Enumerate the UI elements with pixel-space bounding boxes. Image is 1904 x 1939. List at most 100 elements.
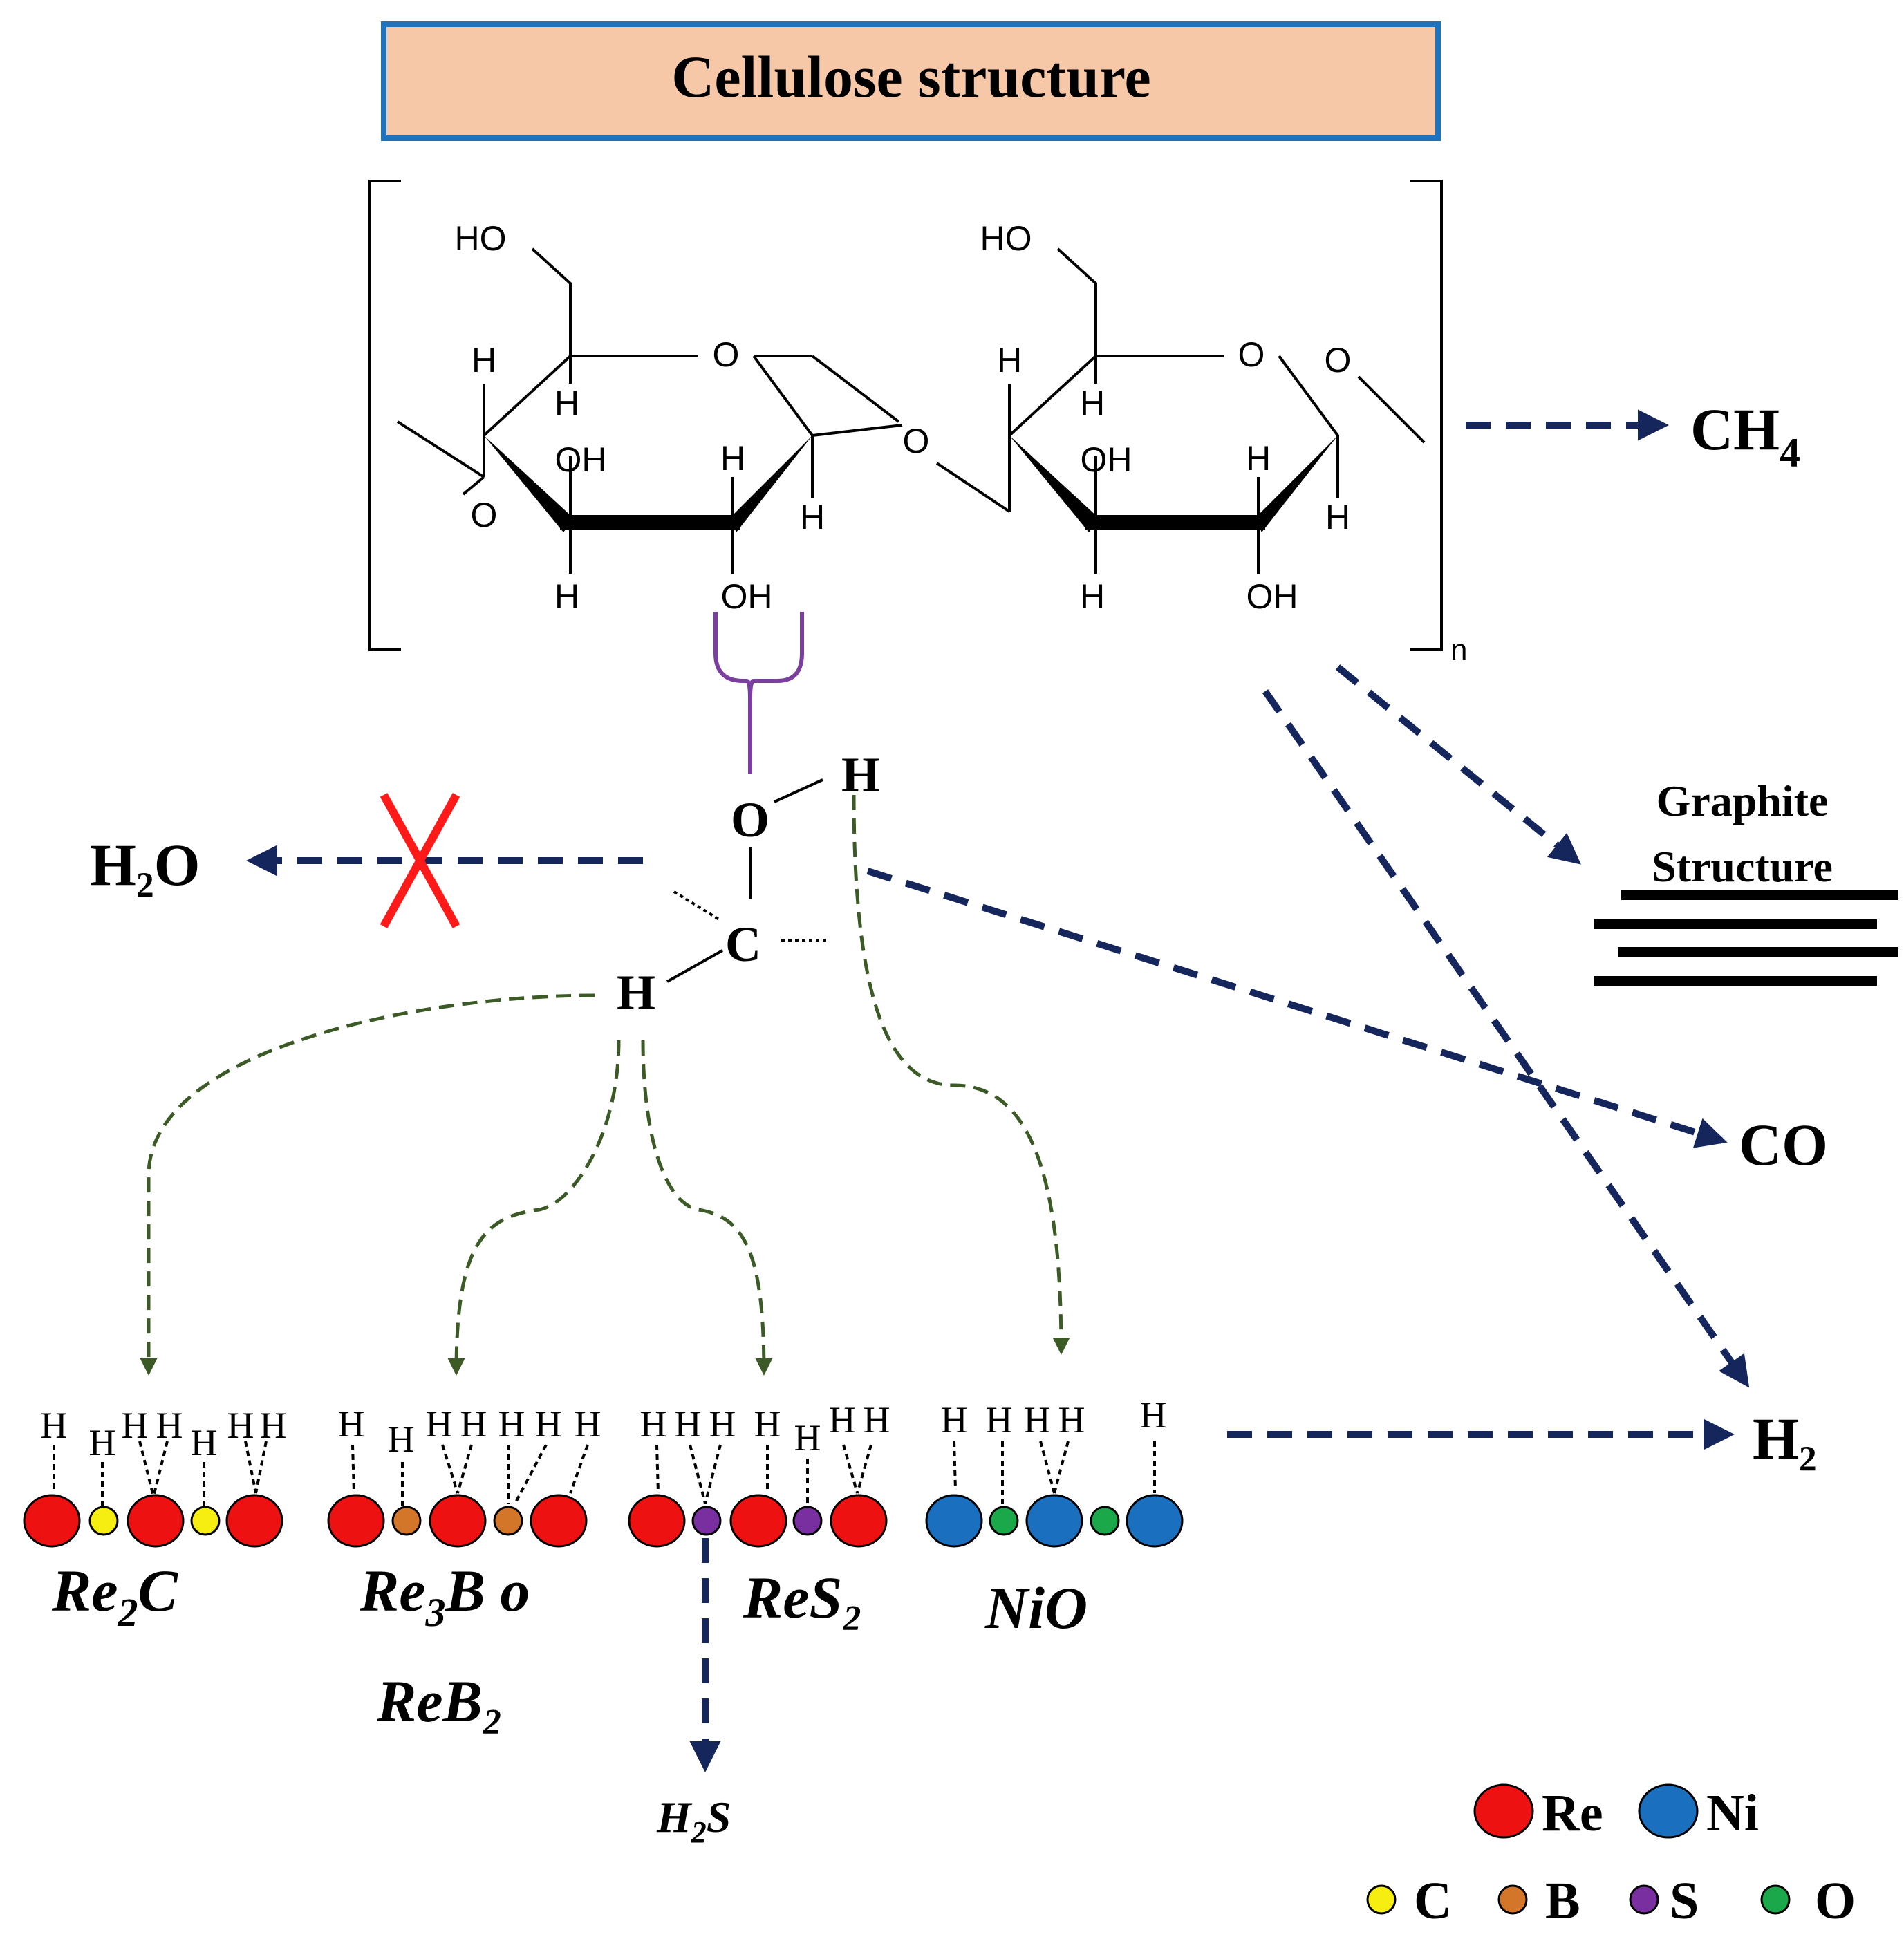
blocked-cross-icon [380,793,460,928]
cellulose-molecule: n O HO O H H OH H H OH H O [368,180,1467,667]
svg-text:H: H [575,1403,601,1445]
legend-c-swatch [1366,1884,1397,1915]
legend-re-swatch [1473,1783,1534,1839]
re-atom [729,1494,787,1548]
oh-selector-brace [713,612,804,774]
legend-b-label: B [1545,1872,1580,1930]
svg-text:H: H [800,498,825,536]
o-left-end: O [471,496,498,534]
arrow-h-to-nio [852,794,1070,1355]
label-nio: NiO [984,1575,1088,1641]
arrow-to-graphite [1335,664,1581,865]
right-bracket [1410,180,1443,651]
c-atom [190,1506,221,1536]
o-right-end: O [1325,341,1352,380]
c-atom [88,1506,119,1536]
re-atom [830,1494,888,1548]
b-atom [391,1506,422,1536]
legend-c-label: C [1414,1872,1452,1930]
catalyst-res2: H H H H H H H ReS₂ [628,1399,890,1631]
re-atom [628,1494,686,1548]
b-atom [493,1506,523,1536]
svg-text:H: H [338,1403,365,1445]
arrow-to-co [866,868,1728,1148]
ni-atom [925,1494,983,1548]
svg-text:H: H [41,1405,68,1446]
center-h-left: H [617,965,655,1020]
svg-text:H: H [554,577,579,616]
re-atom [429,1494,487,1548]
svg-text:H: H [472,341,496,380]
svg-text:H: H [260,1405,287,1446]
legend-b-swatch [1497,1884,1528,1915]
graphite-label-line1: Graphite [1656,776,1829,825]
catalyst-nio: H H H H H NiO [925,1394,1184,1641]
arrow-h-to-re3b [447,1040,621,1376]
product-h2s: H2S [656,1792,731,1849]
ho-right: HO [980,219,1032,258]
oh-target: OH [721,577,773,616]
label-reb2: ReB₂ [376,1668,503,1734]
legend-ni-label: Ni [1706,1784,1759,1842]
label-res2: ReS₂ [743,1564,863,1631]
legend-re-label: Re [1542,1784,1603,1842]
re-atom [23,1494,81,1548]
s-atom [792,1506,823,1536]
svg-text:H: H [720,439,745,478]
o-ring2: O [1238,335,1265,374]
svg-text:H: H [864,1399,890,1441]
ring2-bold-edge [1085,515,1265,530]
product-h2o: H₂O [90,832,200,898]
left-end-bond [396,420,485,478]
legend-ni-swatch [1638,1783,1699,1839]
o-ring1: O [713,335,740,374]
left-bracket [368,180,401,651]
svg-text:H: H [89,1422,116,1463]
title-box-frame [381,21,1441,141]
arrow-to-h2-from-molecule [1262,689,1750,1388]
legend: Re Ni C B S O [1366,1783,1856,1930]
label-re3b: Re3B o [359,1557,530,1635]
svg-text:OH: OH [1081,440,1132,479]
ni-atom [1126,1494,1184,1548]
re-atom [327,1494,385,1548]
catalyst-re2c: H H H H H H H Re2C [23,1405,287,1635]
arrow-h-to-re2c [140,993,595,1376]
reactive-fragment: O H C H [617,747,880,1020]
svg-text:H: H [675,1403,702,1445]
ni-atom [1025,1494,1083,1548]
product-h2: H₂ [1753,1405,1817,1472]
svg-text:H: H [829,1399,856,1441]
center-h-top: H [841,747,880,803]
svg-text:H: H [1024,1399,1051,1441]
svg-text:OH: OH [555,440,607,479]
center-o: O [731,792,769,847]
ring1-bold-edge [560,515,740,530]
svg-text:H: H [227,1405,254,1446]
svg-text:H: H [709,1403,736,1445]
svg-text:H: H [794,1417,821,1459]
svg-text:H: H [460,1403,487,1445]
legend-s-label: S [1670,1872,1699,1930]
center-c: C [725,917,761,972]
svg-text:H: H [1246,439,1271,478]
title-text: Cellulose structure [671,44,1150,110]
re-atom [127,1494,185,1548]
svg-text:H: H [1080,577,1105,616]
svg-text:H: H [426,1403,453,1445]
svg-text:OH: OH [1247,577,1298,616]
svg-text:H: H [997,341,1022,380]
graphite-layers-icon [1594,890,1898,986]
svg-text:H: H [1140,1394,1167,1436]
svg-text:H: H [535,1403,562,1445]
catalyst-re3b: H H H H H H H Re3B o ReB₂ [327,1403,601,1734]
svg-text:H: H [640,1403,667,1445]
re-atom [225,1494,283,1548]
svg-text:H: H [554,384,579,422]
repeat-n: n [1450,633,1467,667]
o-atom [1090,1506,1120,1536]
svg-text:H: H [1325,498,1350,536]
legend-o-swatch [1760,1884,1791,1915]
svg-text:H: H [1080,384,1105,422]
